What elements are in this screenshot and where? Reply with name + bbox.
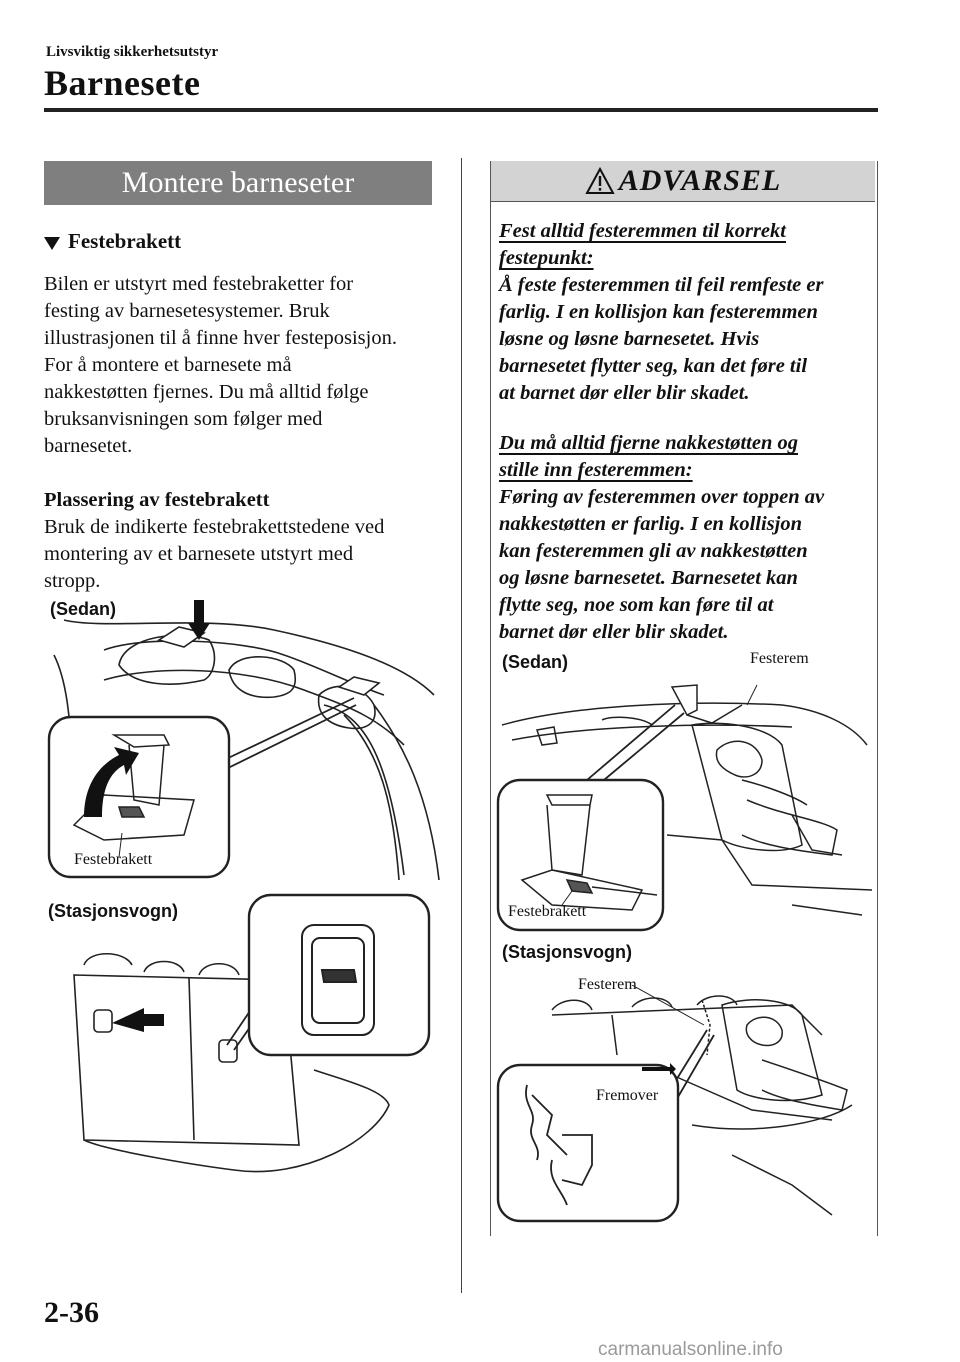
column-divider: [461, 158, 462, 1293]
sedan-rear-seat-illustration: [47, 600, 440, 881]
sedan-child-seat-illustration: [496, 684, 872, 932]
sedan-label-left: (Sedan): [50, 599, 117, 619]
section-banner: Montere barneseter: [44, 161, 432, 205]
warning-1-heading-line: festepunkt:: [499, 247, 594, 269]
warning-2: Du må alltid fjerne nakkestøtten og stil…: [499, 430, 867, 646]
text-line: barnesetet.: [44, 435, 133, 457]
triangle-bullet-icon: [44, 236, 60, 250]
warning-2-heading-line: Du må alltid fjerne nakkestøtten og: [499, 432, 798, 454]
text-line: Bruk de indikerte festebrakettstedene ve…: [44, 516, 385, 538]
warning-1-line: barnesetet flytter seg, kan det føre til: [499, 355, 808, 377]
warning-1-line: Å feste festeremmen til feil remfeste er: [499, 274, 824, 296]
callout-festerem-wagon: Festerem: [578, 976, 637, 993]
arrow-left-icon: [112, 1008, 164, 1032]
placement-paragraph: Plassering av festebrakett Bruk de indik…: [44, 487, 384, 595]
warning-2-line: barnet dør eller blir skadet.: [499, 621, 729, 643]
warning-2-line: kan festeremmen gli av nakkestøtten: [499, 540, 808, 562]
warning-header: ADVARSEL: [491, 161, 875, 202]
text-line: montering av et barnesete utstyrt med: [44, 543, 354, 565]
warning-1-line: at barnet dør eller blir skadet.: [499, 382, 750, 404]
intro-paragraph: Bilen er utstyrt med festebraketter for …: [44, 271, 397, 460]
subheading-text: Festebrakett: [68, 229, 182, 253]
child-seat-bracket-inset: [496, 778, 665, 932]
warning-1-line: farlig. I en kollisjon kan festeremmen: [499, 301, 818, 323]
arrow-down-icon: [188, 600, 210, 640]
warning-box: [490, 161, 878, 1236]
wagon-child-seat-illustration: [496, 985, 853, 1223]
callout-festerem-sedan: Festerem: [750, 650, 809, 667]
wagon-rear-seat-illustration: [73, 893, 431, 1173]
warning-1-heading-line: Fest alltid festeremmen til korrekt: [499, 220, 786, 242]
sedan-label-right: (Sedan): [502, 652, 569, 672]
text-line: nakkestøtten fjernes. Du må alltid følge: [44, 381, 369, 403]
callout-fremover: Fremover: [596, 1087, 659, 1104]
placement-heading: Plassering av festebrakett: [44, 489, 270, 511]
wagon-label-right: (Stasjonsvogn): [502, 942, 633, 962]
warning-2-line: og løsne barnesetet. Barnesetet kan: [499, 567, 798, 589]
arrow-right-icon: [642, 1063, 676, 1075]
warning-title: ADVARSEL: [618, 164, 782, 197]
text-line: stropp.: [44, 570, 101, 592]
text-line: bruksanvisningen som følger med: [44, 408, 323, 430]
page-number: 2-36: [44, 1296, 99, 1329]
chapter-rule: [44, 108, 878, 112]
warning-2-line: Føring av festeremmen over toppen av: [499, 486, 825, 508]
text-line: For å montere et barnesete må: [44, 354, 292, 376]
wagon-label-left: (Stasjonsvogn): [48, 901, 179, 921]
chapter-title: Barnesete: [44, 63, 201, 103]
warning-1-line: løsne og løsne barnesetet. Hvis: [499, 328, 760, 350]
callout-festebrakett-right: Festebrakett: [508, 903, 587, 920]
callout-festebrakett-left: Festebrakett: [74, 851, 153, 868]
warning-2-heading-line: stille inn festeremmen:: [499, 459, 693, 481]
hook-detail-inset: [496, 1063, 680, 1223]
warning-1: Fest alltid festeremmen til korrekt fest…: [499, 218, 867, 407]
subheading-festebrakett: Festebrakett: [44, 229, 181, 254]
section-label: Livsviktig sikkerhetsutstyr: [46, 44, 219, 60]
warning-2-line: flytte seg, noe som kan føre til at: [499, 594, 774, 616]
watermark: carmanualsonline.info: [598, 1339, 783, 1360]
text-line: Bilen er utstyrt med festebraketter for: [44, 273, 354, 295]
warning-triangle-icon: [585, 167, 615, 194]
curved-arrow-icon: [84, 747, 139, 817]
warning-2-line: nakkestøtten er farlig. I en kollisjon: [499, 513, 802, 535]
text-line: festing av barnesetesystemer. Bruk: [44, 300, 330, 322]
text-line: illustrasjonen til å finne hver festepos…: [44, 327, 397, 349]
